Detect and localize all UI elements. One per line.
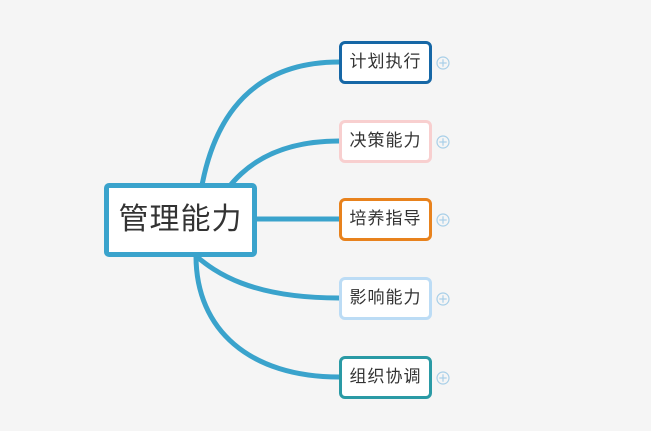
- plus-circle-icon[interactable]: [436, 135, 450, 149]
- child-node-label: 组织协调: [349, 367, 422, 387]
- plus-circle-icon[interactable]: [436, 371, 450, 385]
- connector-to-organization-coordination: [193, 253, 342, 380]
- child-node-influence-ability[interactable]: 影响能力: [339, 277, 432, 320]
- child-node-plan-execution[interactable]: 计划执行: [339, 41, 432, 84]
- plus-circle-icon[interactable]: [436, 56, 450, 70]
- child-node-label: 影响能力: [349, 288, 422, 308]
- root-node-label: 管理能力: [118, 202, 243, 237]
- root-node[interactable]: 管理能力: [104, 183, 257, 257]
- child-node-organization-coordination[interactable]: 组织协调: [339, 356, 432, 399]
- connector-to-influence-ability: [193, 253, 342, 301]
- child-node-coaching-guidance[interactable]: 培养指导: [339, 198, 432, 241]
- child-node-decision-ability[interactable]: 决策能力: [339, 120, 432, 163]
- child-node-label: 培养指导: [349, 209, 422, 229]
- plus-circle-icon[interactable]: [436, 292, 450, 306]
- child-node-label: 计划执行: [349, 52, 422, 72]
- child-node-label: 决策能力: [349, 131, 422, 151]
- plus-circle-icon[interactable]: [436, 213, 450, 227]
